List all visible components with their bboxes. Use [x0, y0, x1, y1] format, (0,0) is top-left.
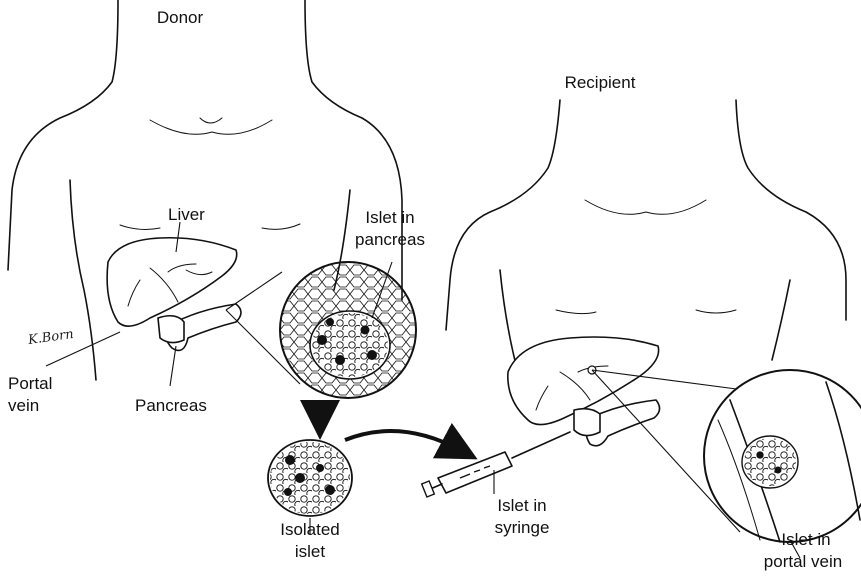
label-islet-in-portal-vein-line2: portal vein — [748, 552, 858, 572]
label-islet-in-portal-vein-line1: Islet in — [756, 530, 856, 550]
label-islet-in-syringe-line2: syringe — [482, 518, 562, 538]
label-isolated-islet-line2: islet — [270, 542, 350, 562]
label-recipient: Recipient — [550, 73, 650, 93]
label-donor: Donor — [140, 8, 220, 28]
label-isolated-islet-line1: Isolated — [270, 520, 350, 540]
label-islet-in-pancreas-line1: Islet in — [350, 208, 430, 228]
label-islet-in-pancreas-line2: pancreas — [350, 230, 430, 250]
label-portal-vein-line2: vein — [8, 396, 39, 416]
donor-pancreas — [158, 304, 241, 350]
label-portal-vein-line1: Portal — [8, 374, 52, 394]
pancreas-tissue-magnified — [280, 262, 416, 398]
portal-vein-magnified — [704, 370, 861, 542]
recipient-torso — [446, 100, 846, 380]
label-liver: Liver — [168, 205, 205, 225]
label-pancreas: Pancreas — [135, 396, 207, 416]
isolated-islet — [268, 440, 352, 516]
label-islet-in-syringe-line1: Islet in — [482, 496, 562, 516]
